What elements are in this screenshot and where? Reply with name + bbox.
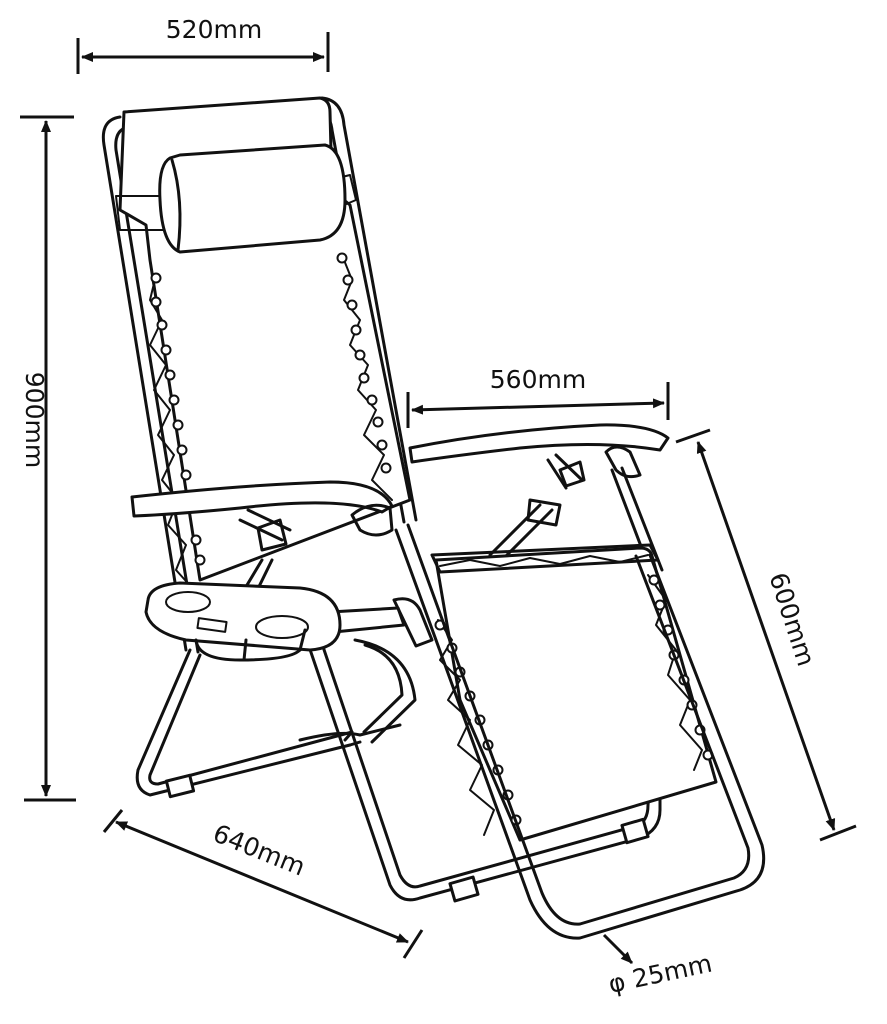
dim-label-armrest-width: 560mm [490, 365, 586, 394]
dim-label-top-width: 520mm [166, 15, 262, 44]
backrest-cords-right [336, 252, 393, 501]
dim-label-tube-diameter: φ 25mm [606, 949, 715, 999]
side-tray [144, 581, 342, 662]
chair-illustration [101, 96, 766, 940]
dimension-height: 900mm [20, 115, 76, 802]
front-seat-frame [394, 523, 766, 940]
dimension-tube-diameter: φ 25mm [602, 933, 715, 999]
dimension-base-depth: 640mm [102, 809, 424, 959]
dimension-top-width: 520mm [76, 15, 330, 74]
headrest-pillow [158, 143, 347, 254]
seat-fabric [430, 543, 718, 842]
rear-base-frame [135, 638, 417, 799]
dim-label-base-depth: 640mm [209, 819, 309, 882]
backrest-cords-left [149, 272, 206, 591]
dimension-armrest-width: 560mm [406, 365, 670, 428]
dim-label-height: 900mm [20, 372, 49, 468]
